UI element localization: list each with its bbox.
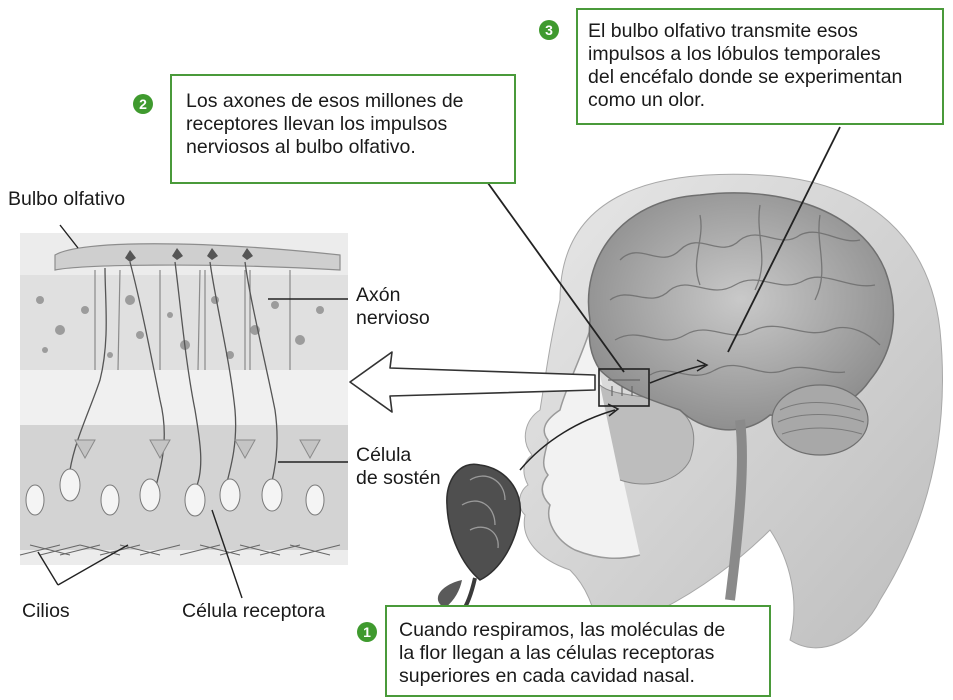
cerebellum-folds xyxy=(777,402,865,435)
step1-badge: 1 xyxy=(357,622,377,642)
brain-stem xyxy=(725,419,747,601)
label-axon-nervioso: Axón nervioso xyxy=(356,284,430,329)
label-cilios: Cilios xyxy=(22,600,70,622)
receptor-cells xyxy=(25,468,325,517)
step3-badge: 3 xyxy=(539,20,559,40)
tissue-panel xyxy=(19,233,348,565)
step3-text: El bulbo olfativo transmite esos impulso… xyxy=(588,20,903,111)
label-bulbo-olfativo: Bulbo olfativo xyxy=(8,188,126,210)
support-cells xyxy=(74,439,321,460)
pointer-step2 xyxy=(479,171,625,373)
zoom-box xyxy=(598,368,650,407)
label-celula-receptora: Célula receptora xyxy=(182,600,326,622)
step2-text: Los axones de esos millones de receptore… xyxy=(186,90,464,158)
rose-icon xyxy=(437,463,521,614)
bone-specks xyxy=(36,295,324,359)
leader-cilios-2 xyxy=(57,544,129,586)
pointer-step3 xyxy=(727,126,841,353)
step2-callout: Los axones de esos millones de receptore… xyxy=(170,74,516,184)
leader-bulbo xyxy=(59,224,79,249)
zoom-box-detail xyxy=(608,379,640,396)
face-profile xyxy=(541,329,641,560)
brain-folds xyxy=(609,204,881,376)
cerebellum xyxy=(771,384,869,456)
enlarge-arrow-icon xyxy=(349,351,596,413)
scent-arrow xyxy=(519,409,616,471)
step1-text: Cuando respiramos, las moléculas de la f… xyxy=(399,619,726,687)
nasal-cavity xyxy=(599,384,695,485)
label-celula-sosten: Célula de sostén xyxy=(356,444,441,489)
cilia xyxy=(19,544,341,556)
leader-receptora xyxy=(211,509,243,599)
step3-callout: El bulbo olfativo transmite esos impulso… xyxy=(576,8,944,125)
leader-cilios-1 xyxy=(37,551,59,586)
bulb-cells xyxy=(125,248,253,262)
step2-badge: 2 xyxy=(133,94,153,114)
axon-channels xyxy=(94,269,291,371)
step1-callout: Cuando respiramos, las moléculas de la f… xyxy=(385,605,771,697)
signal-arrow xyxy=(649,364,706,384)
